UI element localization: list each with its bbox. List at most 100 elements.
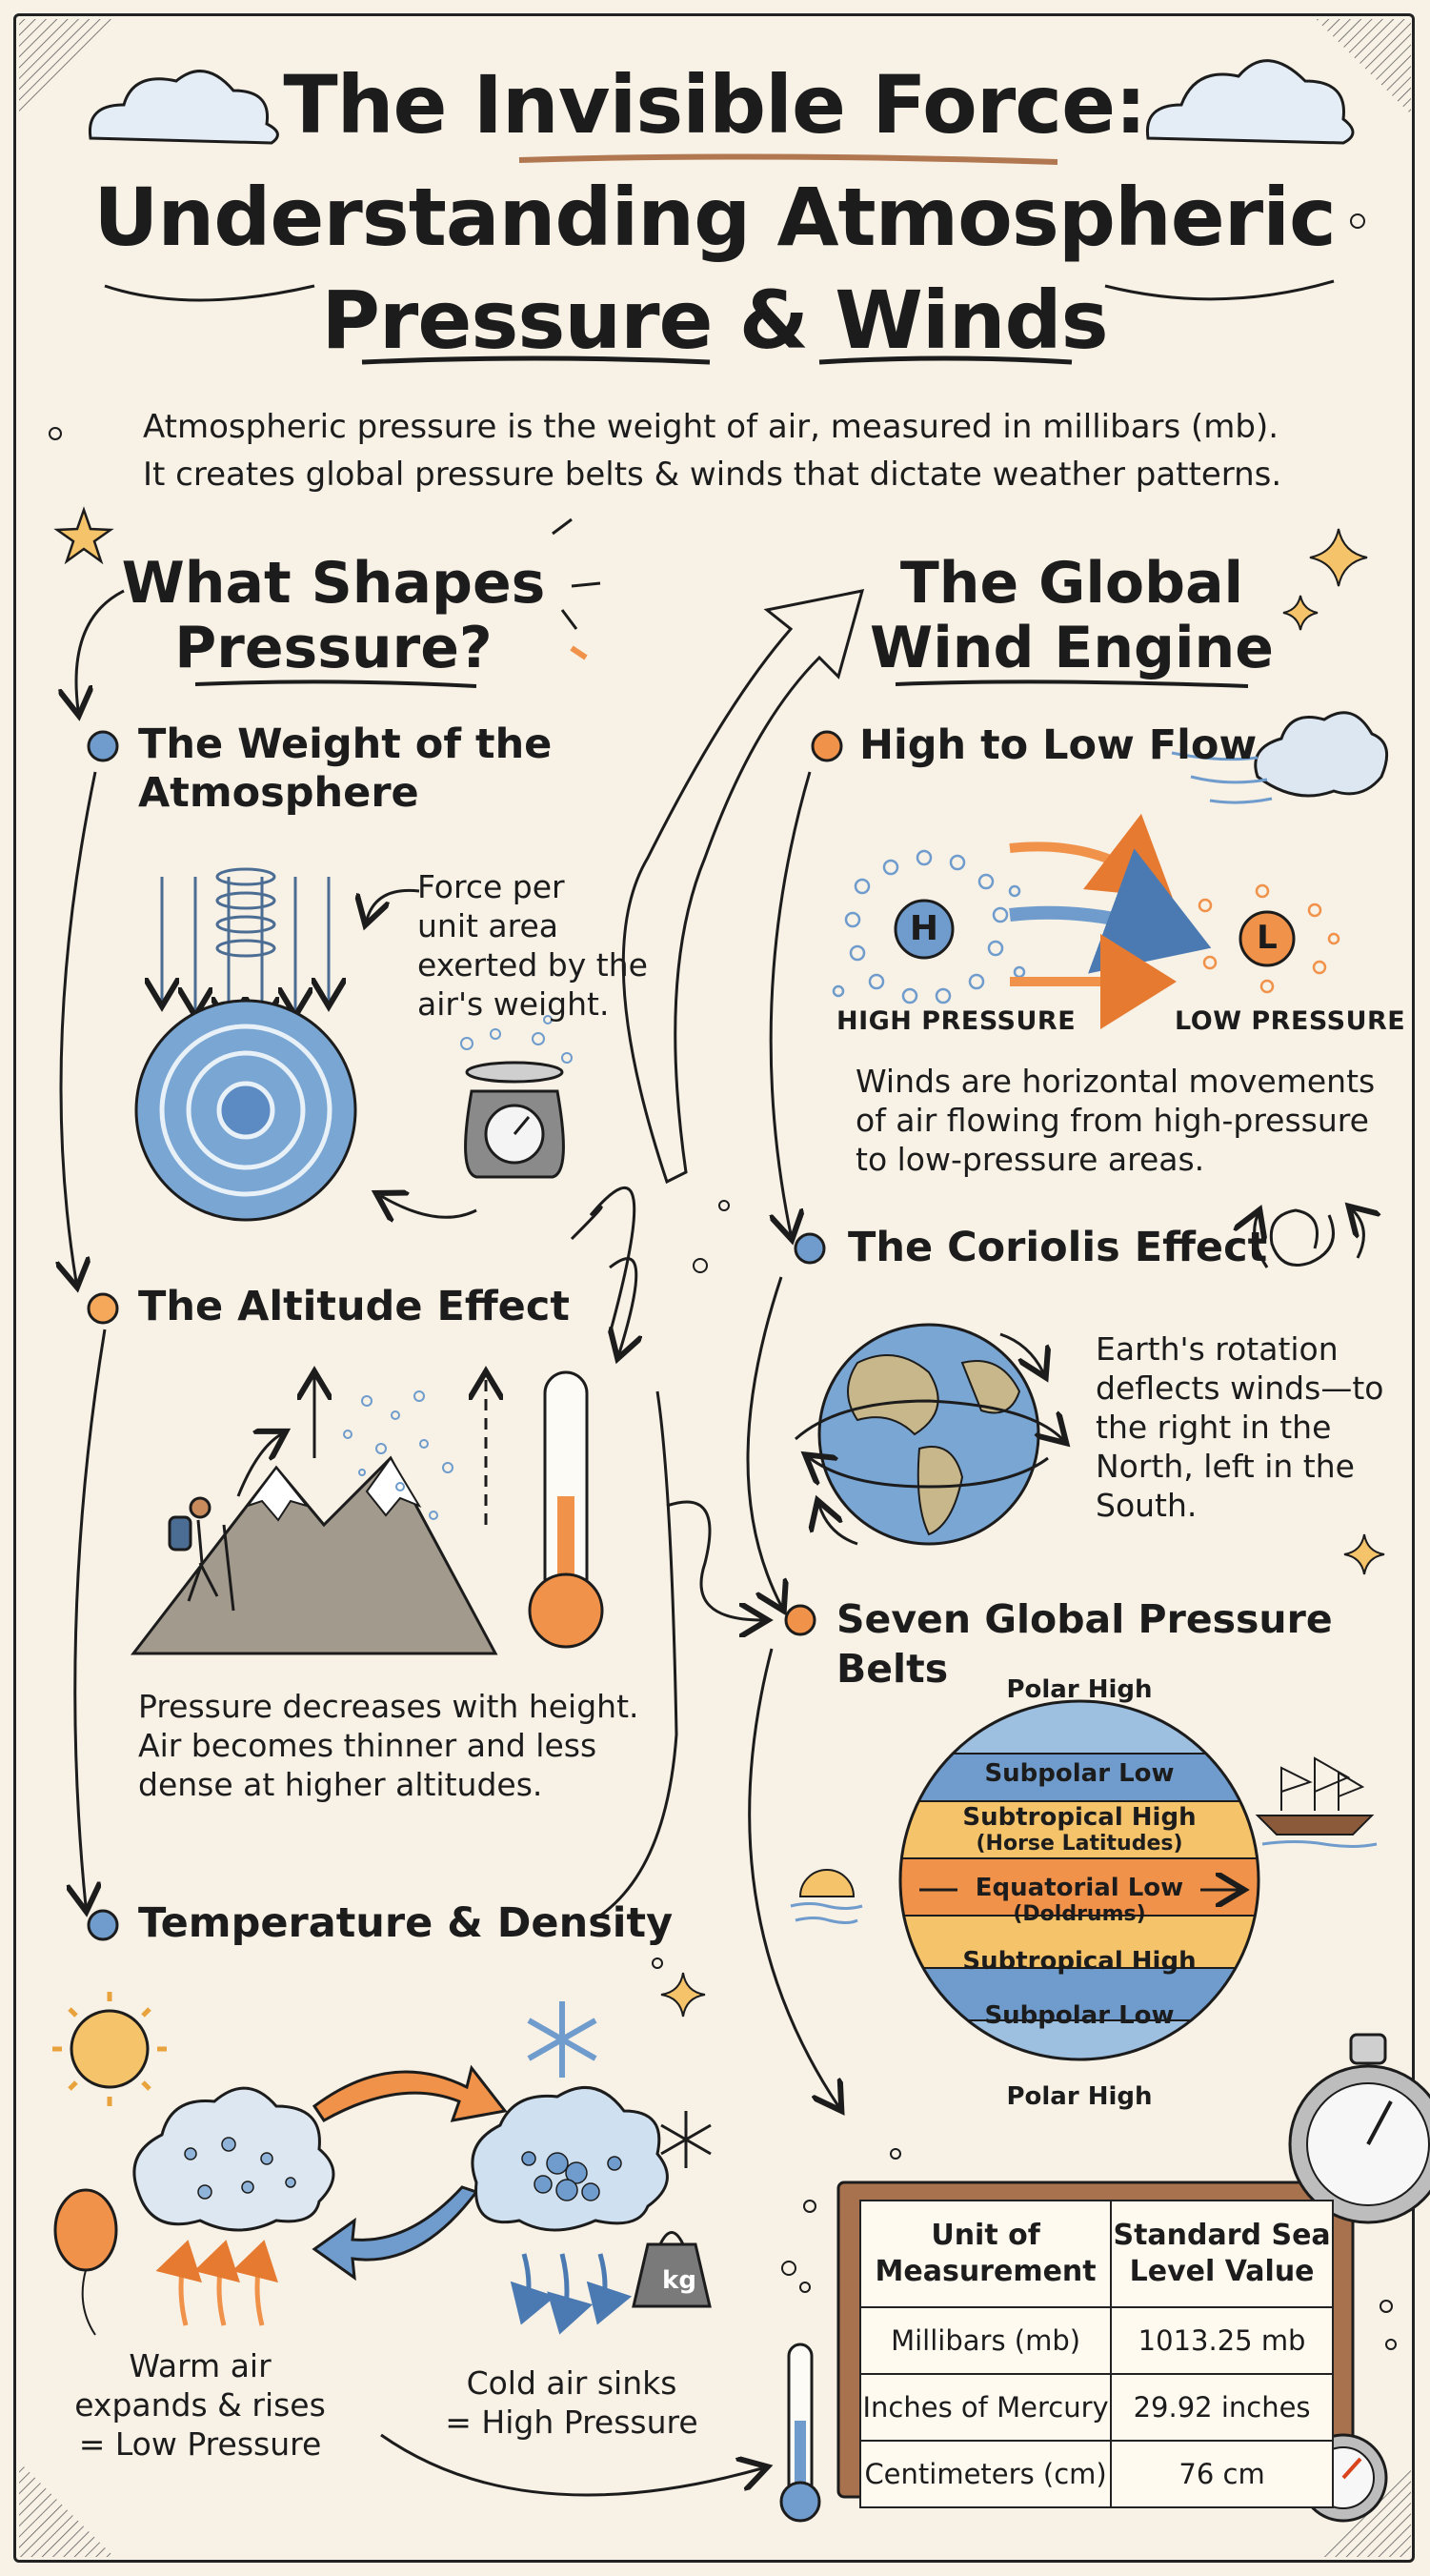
sparkle-icon — [1343, 1533, 1385, 1575]
right-section-title-line2: Wind Engine — [870, 615, 1274, 681]
page-border — [13, 13, 1415, 2563]
snowflake-icon — [527, 2001, 597, 2078]
warm-air-cloud-icon — [132, 2086, 335, 2232]
flow-text-line3: to low-pressure areas. — [856, 1141, 1205, 1178]
warm-air-line2: expands & rises — [74, 2386, 326, 2424]
temperature-heading: Temperature & Density — [138, 1899, 674, 1947]
cloud-icon — [1145, 59, 1355, 145]
weight-note-line2: unit area — [417, 907, 559, 944]
small-thermometer-icon — [779, 2343, 821, 2523]
flow-text-line2: of air flowing from high-pressure — [856, 1102, 1369, 1139]
belt-doldrums: (Doldrums) — [1013, 1902, 1146, 1926]
page-title-line3: Pressure & Winds — [321, 274, 1108, 367]
coriolis-text-line2: deflects winds—to — [1096, 1369, 1384, 1407]
table-row: Millibars (mb) 1013.25 mb — [858, 2306, 1334, 2375]
hiker-icon — [168, 1496, 235, 1612]
high-pressure-dots — [832, 849, 1026, 1004]
weight-heading-line2: Atmosphere — [138, 769, 419, 817]
earth-globe-icon — [795, 1323, 1062, 1546]
coriolis-text-line1: Earth's rotation — [1096, 1330, 1339, 1368]
left-section-title-line2: Pressure? — [174, 615, 493, 681]
bullet-icon — [87, 1909, 119, 1941]
bullet-icon — [794, 1232, 826, 1265]
altitude-heading: The Altitude Effect — [138, 1283, 570, 1330]
table-cell: Millibars (mb) — [858, 2306, 1113, 2375]
altitude-text-line3: dense at higher altitudes. — [138, 1766, 543, 1803]
cloud-icon — [88, 70, 279, 145]
table-row: Centimeters (cm) 76 cm — [858, 2440, 1334, 2508]
belt-subpolar-low-south: Subpolar Low — [984, 2001, 1175, 2030]
belts-heading: Seven Global Pressure Belts — [836, 1596, 1333, 1692]
high-pressure-label: HIGH PRESSURE — [836, 1006, 1077, 1036]
belt-polar-high-south: Polar High — [1006, 2082, 1153, 2111]
cold-air-line2: = High Pressure — [445, 2404, 698, 2441]
barometer-gauge-icon — [1288, 2033, 1430, 2224]
altitude-text-line1: Pressure decreases with height. — [138, 1688, 639, 1725]
low-pressure-badge — [1239, 910, 1296, 967]
weight-label: kg — [662, 2266, 696, 2295]
cold-air-line1: Cold air sinks — [466, 2364, 677, 2402]
sailboat-icon — [1255, 1756, 1378, 1848]
low-pressure-label: LOW PRESSURE — [1175, 1006, 1406, 1036]
intro-line1: Atmospheric pressure is the weight of ai… — [143, 408, 1279, 446]
table-cell: 29.92 inches — [1110, 2373, 1334, 2442]
flow-arrows — [1009, 813, 1212, 1029]
coriolis-text-line4: North, left in the — [1096, 1448, 1355, 1485]
flow-heading: High to Low Flow — [859, 721, 1258, 769]
belt-subpolar-low-north: Subpolar Low — [984, 1759, 1175, 1788]
page-title-line2: Understanding Atmospheric — [93, 171, 1337, 264]
table-cell: 76 cm — [1110, 2440, 1334, 2508]
coriolis-text-line5: South. — [1096, 1487, 1198, 1524]
scale-icon — [464, 1061, 565, 1179]
snowflake-icon — [660, 2111, 712, 2168]
connector-arrow-icon — [621, 589, 865, 1185]
bullet-icon — [87, 1292, 119, 1325]
weight-heading-line1: The Weight of the — [138, 720, 553, 768]
bullet-icon — [784, 1604, 816, 1636]
title-underline — [518, 153, 1058, 165]
coriolis-heading: The Coriolis Effect — [848, 1224, 1268, 1271]
warm-air-line3: = Low Pressure — [78, 2425, 322, 2463]
altitude-text-line2: Air becomes thinner and less — [138, 1727, 597, 1764]
warm-air-line1: Warm air — [129, 2347, 272, 2384]
thermometer-icon — [528, 1370, 604, 1649]
table-row: Inches of Mercury 29.92 inches — [858, 2373, 1334, 2442]
coriolis-text-line3: the right in the — [1096, 1409, 1332, 1446]
wind-cloud-icon — [1171, 711, 1389, 804]
air-column-globe-icon — [134, 867, 357, 1222]
sunset-icon — [790, 1869, 863, 1924]
belt-horse-latitudes: (Horse Latitudes) — [976, 1832, 1183, 1856]
sparkle-icon — [1309, 528, 1368, 587]
cold-air-cloud-icon — [471, 2085, 669, 2232]
weight-note-line3: exerted by the — [417, 946, 648, 984]
sparkle-icon — [1282, 595, 1319, 631]
low-pressure-symbol: L — [1257, 919, 1278, 957]
belt-subtropical-high-south: Subtropical High — [962, 1947, 1197, 1976]
star-icon — [53, 506, 114, 565]
belt-polar-high-north: Polar High — [1006, 1675, 1153, 1704]
left-section-title-line1: What Shapes — [121, 550, 546, 617]
sun-icon — [52, 1992, 167, 2106]
mountain-icon — [130, 1455, 498, 1655]
cycle-arrow-top-icon — [312, 2064, 508, 2122]
bullet-icon — [811, 730, 843, 762]
high-pressure-badge — [894, 899, 955, 960]
table-cell: Inches of Mercury — [858, 2373, 1113, 2442]
weight-note-line1: Force per — [417, 868, 565, 905]
belt-equatorial-low: Equatorial Low — [975, 1874, 1184, 1902]
table-cell: 1013.25 mb — [1110, 2306, 1334, 2375]
flow-text-line1: Winds are horizontal movements — [856, 1063, 1376, 1100]
bullet-icon — [87, 730, 119, 762]
right-section-title-line1: The Global — [899, 550, 1244, 617]
table-cell: Centimeters (cm) — [858, 2440, 1113, 2508]
weight-icon — [632, 2231, 712, 2308]
spiral-icon — [1255, 1210, 1364, 1268]
cycle-arrow-bottom-icon — [312, 2185, 479, 2282]
weight-note-line4: air's weight. — [417, 985, 610, 1023]
balloon-icon — [53, 2188, 118, 2336]
